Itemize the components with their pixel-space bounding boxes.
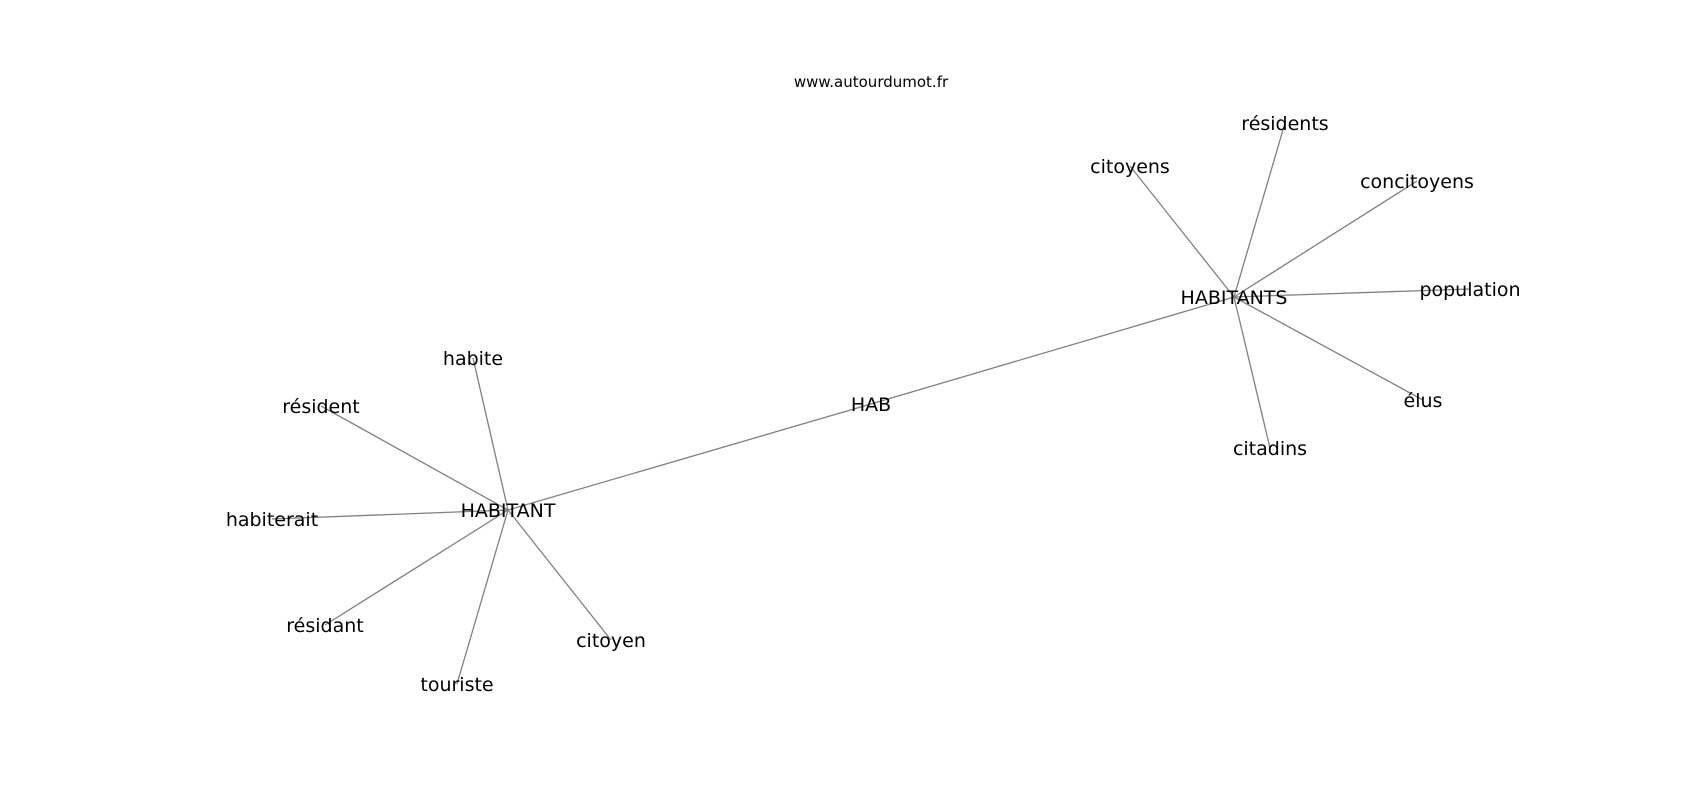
edge-hub-to-neighbor [507,509,612,641]
graph-labels: www.autourdumot.fr HAB HABITANT habite rési… [226,73,1521,696]
edge-hub-to-neighbor [1233,288,1471,298]
neighbor-node: résidents [1241,113,1328,135]
edge-hub-to-neighbor [456,509,509,685]
edge-hub-to-neighbor [320,405,509,511]
edge-hub-to-neighbor [1233,296,1424,401]
neighbor-node: citoyen [576,630,646,652]
edge-hub-to-neighbor [324,509,509,626]
neighbor-node: citoyens [1090,156,1170,178]
edge-hub-to-neighbor [1233,122,1286,298]
neighbor-node: habite [443,348,503,370]
neighbor-node: concitoyens [1360,171,1474,193]
edge-hub-to-neighbor [1129,165,1235,298]
hub-node: HABITANT [461,500,556,522]
neighbor-node: touriste [420,674,493,696]
neighbor-node: citadins [1233,438,1307,460]
source-url: www.autourdumot.fr [794,73,949,91]
center-node: HAB [851,394,891,416]
graph-edges [271,122,1471,685]
edge-hub-to-neighbor [271,509,509,520]
edge-center-to-hub [870,296,1235,405]
hub-node: HABITANTS [1181,287,1288,309]
edge-hub-to-neighbor [472,357,509,511]
neighbor-node: population [1419,279,1520,301]
edge-hub-to-neighbor [1233,296,1271,449]
edge-hub-to-neighbor [1233,180,1418,298]
edge-center-to-hub [507,403,872,511]
neighbor-node: élus [1404,390,1443,412]
neighbor-node: résident [282,396,360,418]
neighbor-node: résidant [286,615,363,637]
neighbor-node: habiterait [226,509,318,531]
